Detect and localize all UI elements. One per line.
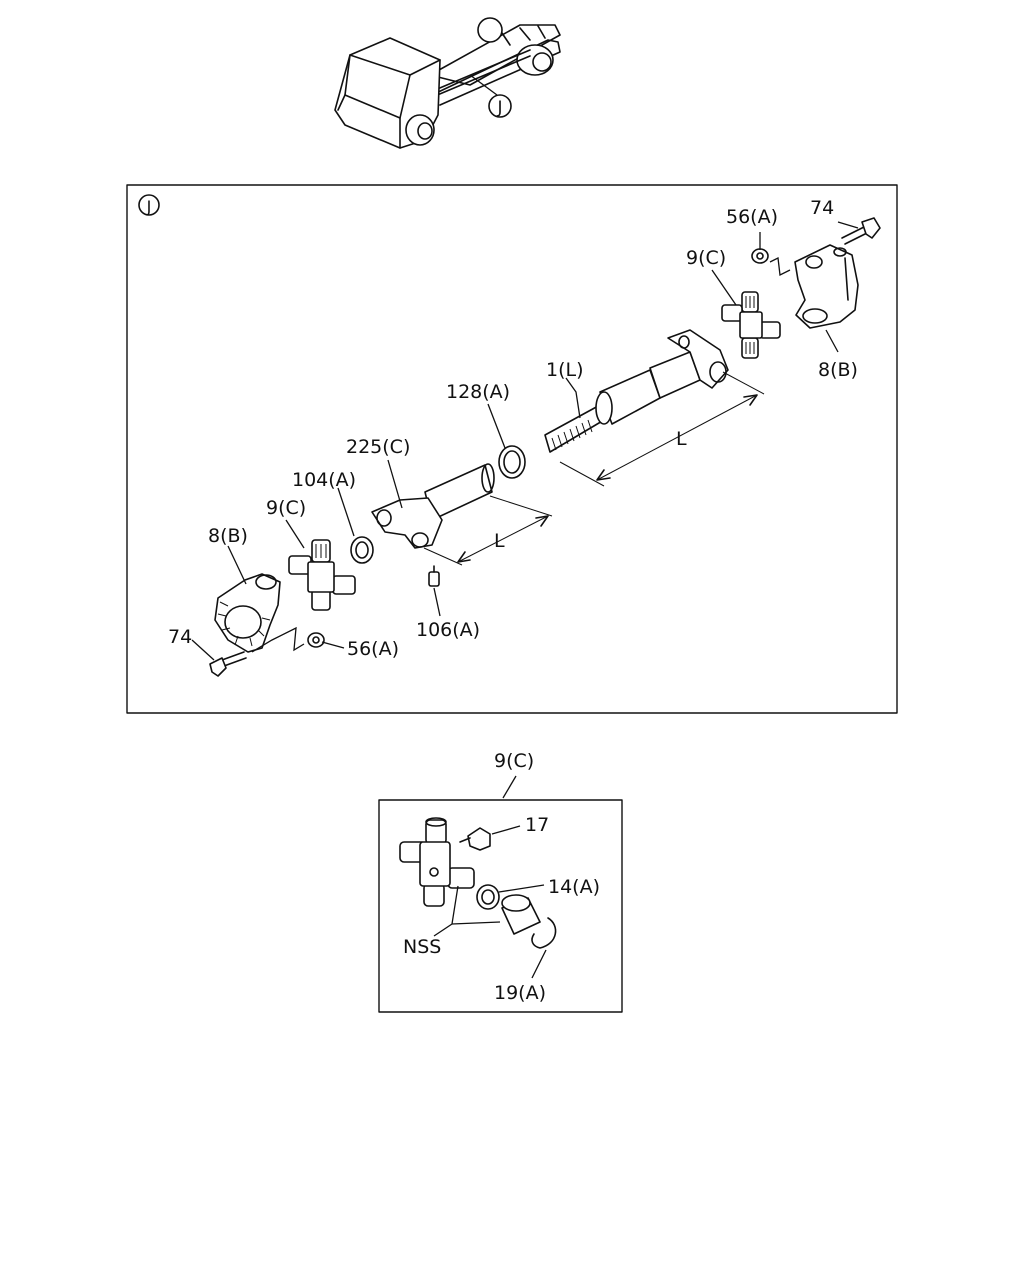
callout-106a: 106(A): [416, 619, 480, 641]
detail-seal-14a: [476, 884, 545, 910]
nut-56a-right: [751, 248, 791, 276]
bolt-74-left: [209, 626, 305, 677]
detail-title: 9(C): [494, 750, 534, 772]
callout-1l: 1(L): [546, 359, 584, 381]
detail-callout-nss: NSS: [403, 936, 441, 958]
main-assembly-view: J: [126, 184, 898, 714]
detail-callout-17: 17: [525, 814, 549, 836]
dimension-l-upper: L: [559, 371, 765, 487]
seal-128a: [498, 445, 526, 479]
flange-yoke-8b-right: [794, 244, 859, 329]
detail-spider-kit: 9(C): [378, 750, 623, 1013]
callout-9c-left: 9(C): [266, 497, 306, 519]
dimension-l-lower: L: [423, 495, 553, 566]
spider-9c-right: [721, 291, 781, 359]
dim-l-upper-label: L: [676, 428, 687, 450]
view-marker-label: J: [146, 197, 152, 216]
bushing-104a: [350, 536, 374, 564]
detail-callout-14a: 14(A): [548, 876, 600, 898]
truck-overview: J: [334, 17, 561, 149]
detail-nipple-17: [459, 825, 521, 851]
nut-56a-left: [307, 632, 325, 648]
callout-56a-left: 56(A): [347, 638, 399, 660]
callout-8b-right: 8(B): [818, 359, 858, 381]
callout-9c-right: 9(C): [686, 247, 726, 269]
spider-9c-left: [288, 539, 356, 611]
callout-8b-left: 8(B): [208, 525, 248, 547]
callout-74-right: 74: [810, 197, 834, 219]
detail-spider: [399, 817, 475, 907]
fitting-106a: [428, 565, 440, 587]
callout-74-left: 74: [168, 626, 192, 648]
slip-yoke-225c: [371, 463, 495, 549]
callout-128a: 128(A): [446, 381, 510, 403]
callout-104a: 104(A): [292, 469, 356, 491]
detail-callout-19a: 19(A): [494, 982, 546, 1004]
shaft-1l: [544, 329, 729, 453]
detail-bearing-cup: [501, 894, 541, 935]
flange-yoke-8b-left: [214, 573, 281, 653]
truck-marker-label: J: [496, 98, 502, 118]
dim-l-lower-label: L: [494, 530, 505, 552]
callout-56a-right: 56(A): [726, 206, 778, 228]
callout-225c: 225(C): [346, 436, 410, 458]
detail-snap-ring-19a: [531, 917, 557, 979]
bolt-74-right: [841, 217, 881, 245]
